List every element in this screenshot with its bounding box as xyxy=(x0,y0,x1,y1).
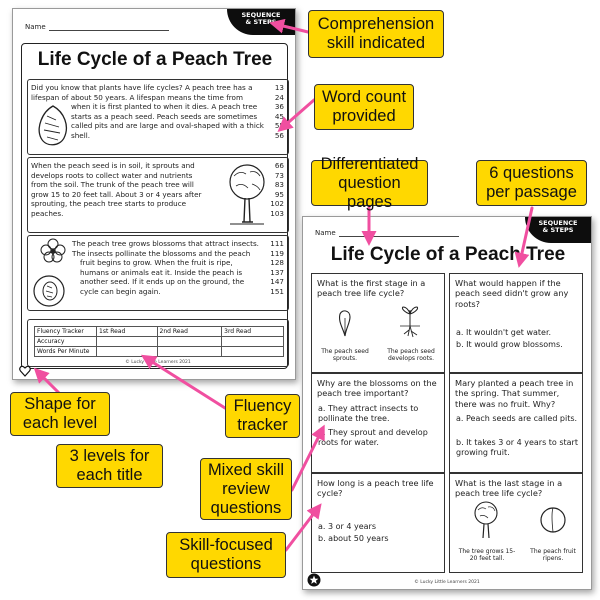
question-3: Why are the blossoms on the peach tree i… xyxy=(311,373,445,473)
tall-tree-icon xyxy=(474,501,498,539)
accuracy-read-3[interactable] xyxy=(221,336,284,347)
passage-section-1: Did you know that plants have life cycle… xyxy=(27,79,289,155)
answer-option[interactable]: a. Peach seeds are called pits. xyxy=(456,414,578,423)
table-row: Words Per Minute xyxy=(34,346,284,357)
table-row: Accuracy xyxy=(34,336,284,347)
callout-comprehension: Comprehension skill indicated xyxy=(308,10,444,58)
wpm-read-2[interactable] xyxy=(156,346,223,357)
star-level-icon xyxy=(307,573,321,587)
skill-corner-badge: SEQUENCE & STEPS xyxy=(227,9,295,35)
accuracy-read-1[interactable] xyxy=(96,336,158,347)
seedling-roots-icon xyxy=(400,306,420,338)
callout-differentiated: Differentiated question pages xyxy=(311,155,428,211)
peach-blossom-icon xyxy=(40,238,66,263)
callout-six-questions: 6 questions per passage xyxy=(476,160,587,206)
passage-text-1: Did you know that plants have life cycle… xyxy=(31,83,264,140)
page-title: Life Cycle of a Peach Tree xyxy=(330,244,566,265)
word-counts-2: 66 73 83 95 102 103 xyxy=(270,161,284,218)
word-counts-3: 111 119 128 137 147 151 xyxy=(270,239,284,296)
callout-mixed-skill: Mixed skill review questions xyxy=(200,458,292,520)
passage-text-3: The peach tree grows blossoms that attra… xyxy=(72,239,259,296)
peach-seed-icon xyxy=(38,105,68,146)
passage-section-2: When the peach seed is in soil, it sprou… xyxy=(27,157,289,233)
name-field: Name xyxy=(315,229,459,237)
name-field: Name xyxy=(25,23,169,31)
table-row: Fluency Tracker 1st Read 2nd Read 3rd Re… xyxy=(34,326,284,337)
word-counts-1: 13 24 36 45 55 56 xyxy=(274,83,284,140)
question-1: What is the first stage in a peach tree … xyxy=(311,273,445,373)
question-4: Mary planted a peach tree in the spring.… xyxy=(449,373,583,473)
answer-option[interactable]: b. It takes 3 or 4 years to start growin… xyxy=(456,438,578,457)
answer-option[interactable]: b. They sprout and develop roots for wat… xyxy=(318,428,428,447)
question-5: How long is a peach tree life cycle? a. … xyxy=(311,473,445,573)
answer-option[interactable]: a. They attract insects to pollinate the… xyxy=(318,404,419,423)
heart-level-icon xyxy=(19,365,31,377)
passage-text-2: When the peach seed is in soil, it sprou… xyxy=(31,161,202,218)
callout-skill-focused: Skill-focused questions xyxy=(166,532,286,578)
ripe-peach-icon xyxy=(540,507,566,533)
callout-word-count: Word count provided xyxy=(314,84,414,130)
answer-option[interactable]: a. It wouldn't get water. xyxy=(456,328,552,337)
passage-section-3: The peach tree grows blossoms that attra… xyxy=(27,235,289,311)
reading-passage-sheet: Name SEQUENCE & STEPS Life Cycle of a Pe… xyxy=(12,8,296,380)
copyright: © Lucky Little Learners 2021 xyxy=(125,360,191,365)
wpm-read-1[interactable] xyxy=(96,346,158,357)
page-title: Life Cycle of a Peach Tree xyxy=(37,49,273,70)
callout-shape-level: Shape for each level xyxy=(10,392,110,436)
question-6: What is the last stage in a peach tree l… xyxy=(449,473,583,573)
wpm-read-3[interactable] xyxy=(221,346,284,357)
peach-fruit-icon xyxy=(33,275,65,307)
question-sheet: Name SEQUENCE & STEPS Life Cycle of a Pe… xyxy=(302,216,592,590)
question-2: What would happen if the peach seed didn… xyxy=(449,273,583,373)
sprout-icon xyxy=(339,310,351,337)
skill-corner-badge: SEQUENCE & STEPS xyxy=(525,217,591,243)
fluency-table: Fluency Tracker 1st Read 2nd Read 3rd Re… xyxy=(34,326,284,357)
answer-option[interactable]: b. It would grow blossoms. xyxy=(456,340,563,349)
copyright: © Lucky Little Learners 2021 xyxy=(414,580,480,585)
answer-option[interactable]: b. about 50 years xyxy=(318,534,389,543)
answer-option[interactable]: a. 3 or 4 years xyxy=(318,522,376,531)
callout-three-levels: 3 levels for each title xyxy=(56,444,163,488)
accuracy-read-2[interactable] xyxy=(156,336,223,347)
callout-fluency-tracker: Fluency tracker xyxy=(225,394,300,438)
peach-tree-icon xyxy=(229,164,265,225)
fluency-tracker: Fluency Tracker 1st Read 2nd Read 3rd Re… xyxy=(27,319,289,367)
